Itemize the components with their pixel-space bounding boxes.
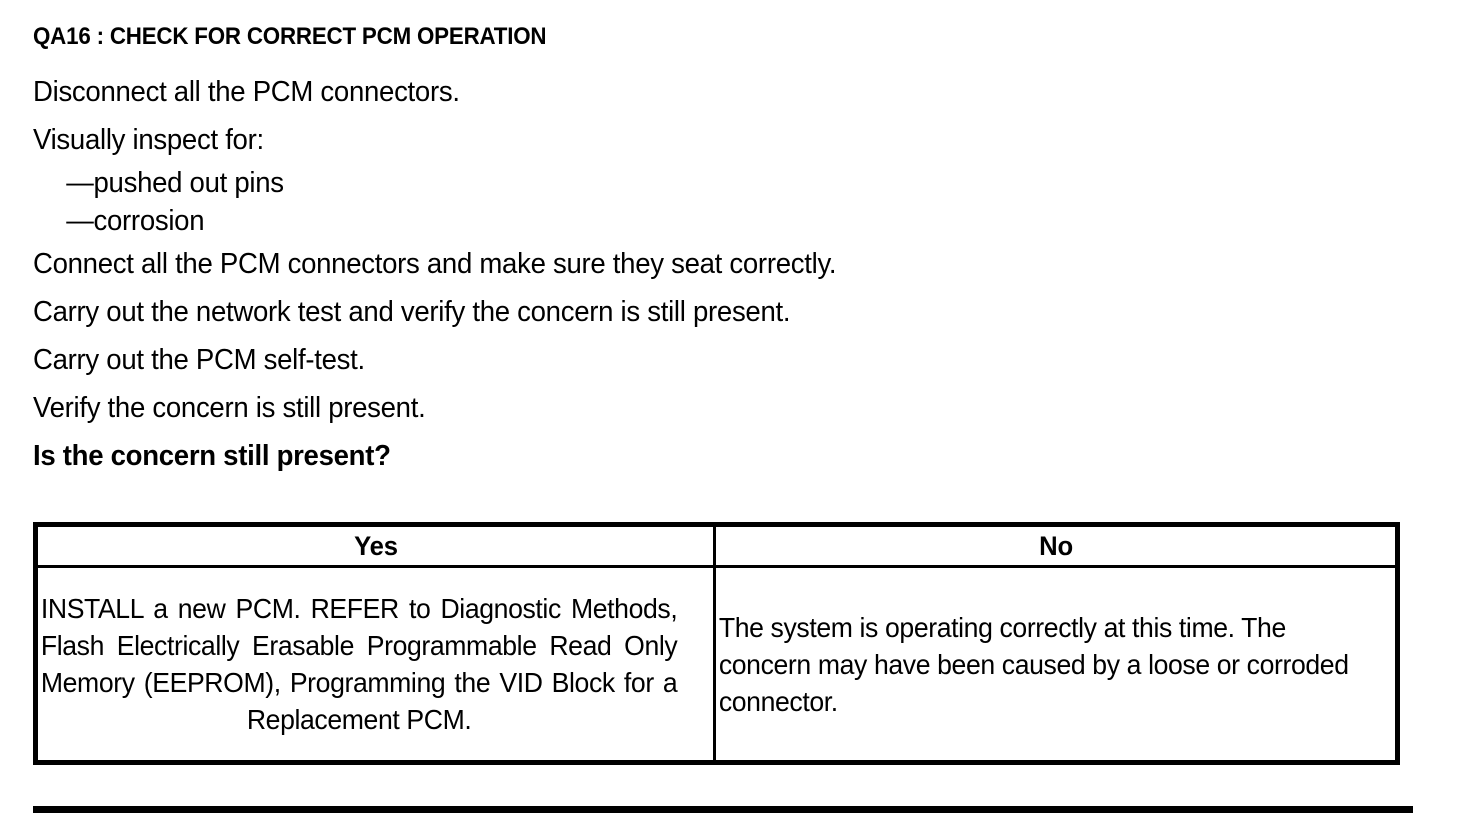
table-row: INSTALL a new PCM. REFER to Diagnostic M… [34, 565, 1399, 764]
cell-yes-text: INSTALL a new PCM. REFER to Diagnostic M… [40, 593, 678, 735]
column-header-no: No [730, 523, 1382, 568]
step-line: Visually inspect for: [33, 124, 264, 156]
cell-yes-action: INSTALL a new PCM. REFER to Diagnostic M… [34, 565, 716, 764]
sub-list-item: —pushed out pins [66, 167, 284, 199]
cell-no-text: The system is operating correctly at thi… [718, 611, 1349, 717]
column-header-yes: Yes [51, 523, 699, 568]
step-line: Verify the concern is still present. [33, 392, 426, 424]
step-line: Connect all the PCM connectors and make … [33, 248, 837, 280]
inspection-sub-list: —pushed out pins —corrosion [33, 164, 1373, 240]
page-title: QA16 : CHECK FOR CORRECT PCM OPERATION [33, 23, 547, 50]
yes-no-decision-table: Yes No INSTALL a new PCM. REFER to Diagn… [33, 522, 1400, 765]
table-header-row: Yes No [36, 523, 1398, 568]
cell-no-action: The system is operating correctly at thi… [713, 565, 1399, 764]
step-line: Disconnect all the PCM connectors. [33, 76, 460, 108]
step-line: Carry out the PCM self-test. [33, 344, 365, 376]
sub-list-item: —corrosion [66, 205, 205, 237]
decision-question: Is the concern still present? [33, 440, 391, 472]
footer-divider-rule [33, 806, 1413, 813]
step-line: Carry out the network test and verify th… [33, 296, 791, 328]
instruction-steps: Disconnect all the PCM connectors. Visua… [33, 68, 1373, 480]
